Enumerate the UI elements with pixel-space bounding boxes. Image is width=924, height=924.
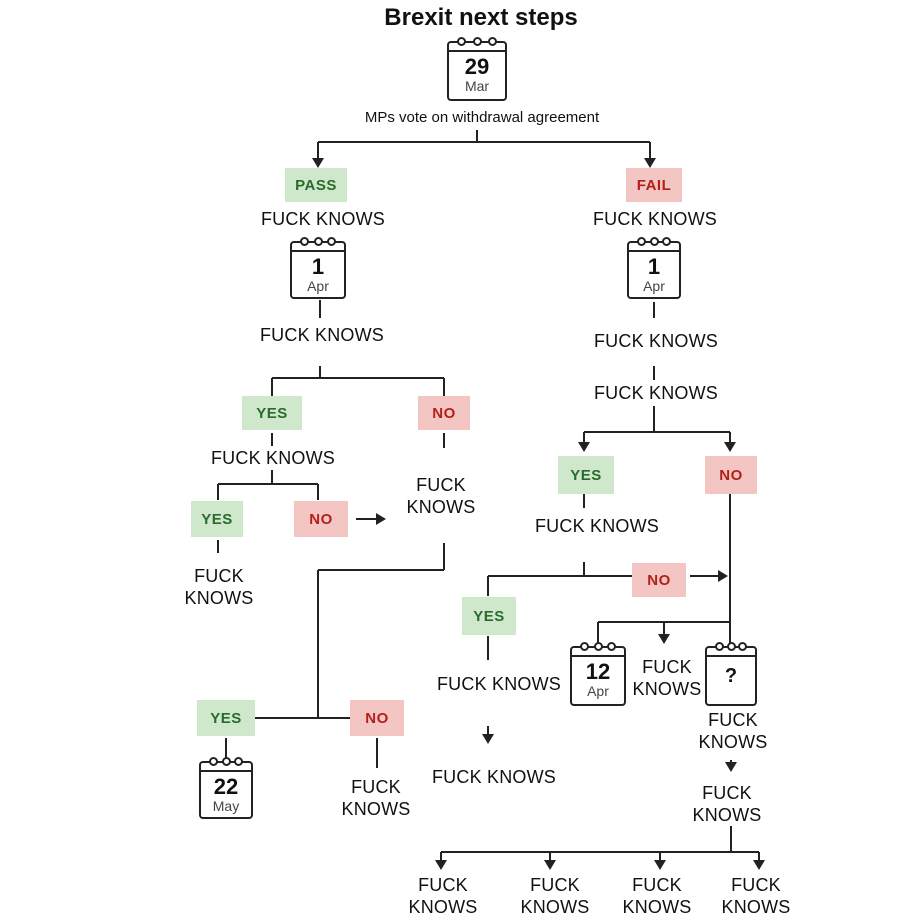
calendar-month: Apr: [643, 278, 665, 294]
bottom-outcome-4: FUCK KNOWS: [719, 874, 793, 918]
pass-sub-yes-tag: YES: [191, 501, 243, 537]
pass-yes-outcome: FUCK KNOWS: [208, 447, 338, 469]
fail-inner-yes-outcome: FUCK KNOWS: [434, 673, 564, 695]
pass-after-calendar: FUCK KNOWS: [257, 324, 387, 346]
calendar-month: Mar: [464, 78, 490, 94]
fail-inner-no-tag: NO: [632, 563, 686, 597]
pass-tag: PASS: [285, 168, 347, 202]
diagram-title: Brexit next steps: [384, 4, 578, 31]
final-yes-tag: YES: [197, 700, 255, 736]
pass-yes-tag: YES: [242, 396, 302, 430]
calendar-day: 1: [647, 254, 661, 279]
fail-yes-outcome: FUCK KNOWS: [532, 515, 662, 537]
fail-no-tag: NO: [705, 456, 757, 494]
calendar-icon-question: ?: [705, 642, 757, 706]
calendar-day: 1: [311, 254, 325, 279]
final-no-outcome: FUCK KNOWS: [339, 776, 413, 820]
fail-after-calendar: FUCK KNOWS: [591, 330, 721, 352]
fail-after-unknown: FUCK KNOWS: [690, 782, 764, 826]
pass-sub-yes-outcome: FUCK KNOWS: [182, 565, 256, 609]
fail-tag: FAIL: [626, 168, 682, 202]
bottom-outcome-1: FUCK KNOWS: [406, 874, 480, 918]
calendar-month: Apr: [587, 683, 609, 699]
fail-inner-yes-tag: YES: [462, 597, 516, 635]
calendar-day: 29: [464, 54, 490, 79]
pass-sub-no-tag: NO: [294, 501, 348, 537]
final-no-tag: NO: [350, 700, 404, 736]
bottom-outcome-3: FUCK KNOWS: [620, 874, 694, 918]
pass-no-outcome: FUCK KNOWS: [404, 474, 478, 518]
calendar-day: 22: [213, 774, 239, 799]
fail-middle-outcome: FUCK KNOWS: [630, 656, 704, 700]
calendar-month: Apr: [307, 278, 329, 294]
calendar-icon-1-apr-pass: 1 Apr: [290, 237, 346, 299]
fail-inner-yes-after-arrow: FUCK KNOWS: [429, 766, 559, 788]
fail-outcome: FUCK KNOWS: [590, 208, 720, 230]
calendar-month: May: [212, 798, 240, 814]
calendar-icon-1-apr-fail: 1 Apr: [627, 237, 681, 299]
fail-yes-tag: YES: [558, 456, 614, 494]
calendar-icon-29-mar: 29 Mar: [447, 37, 507, 101]
fail-next: FUCK KNOWS: [591, 382, 721, 404]
bottom-outcome-2: FUCK KNOWS: [518, 874, 592, 918]
calendar-day: 12: [585, 659, 611, 684]
calendar-icon-12-apr: 12 Apr: [570, 642, 626, 706]
pass-no-tag: NO: [418, 396, 470, 430]
question-mark-icon: ?: [724, 665, 738, 687]
root-caption: MPs vote on withdrawal agreement: [362, 109, 602, 127]
pass-outcome: FUCK KNOWS: [258, 208, 388, 230]
calendar-icon-22-may: 22 May: [199, 757, 253, 819]
fail-unknown-outcome: FUCK KNOWS: [696, 709, 770, 753]
